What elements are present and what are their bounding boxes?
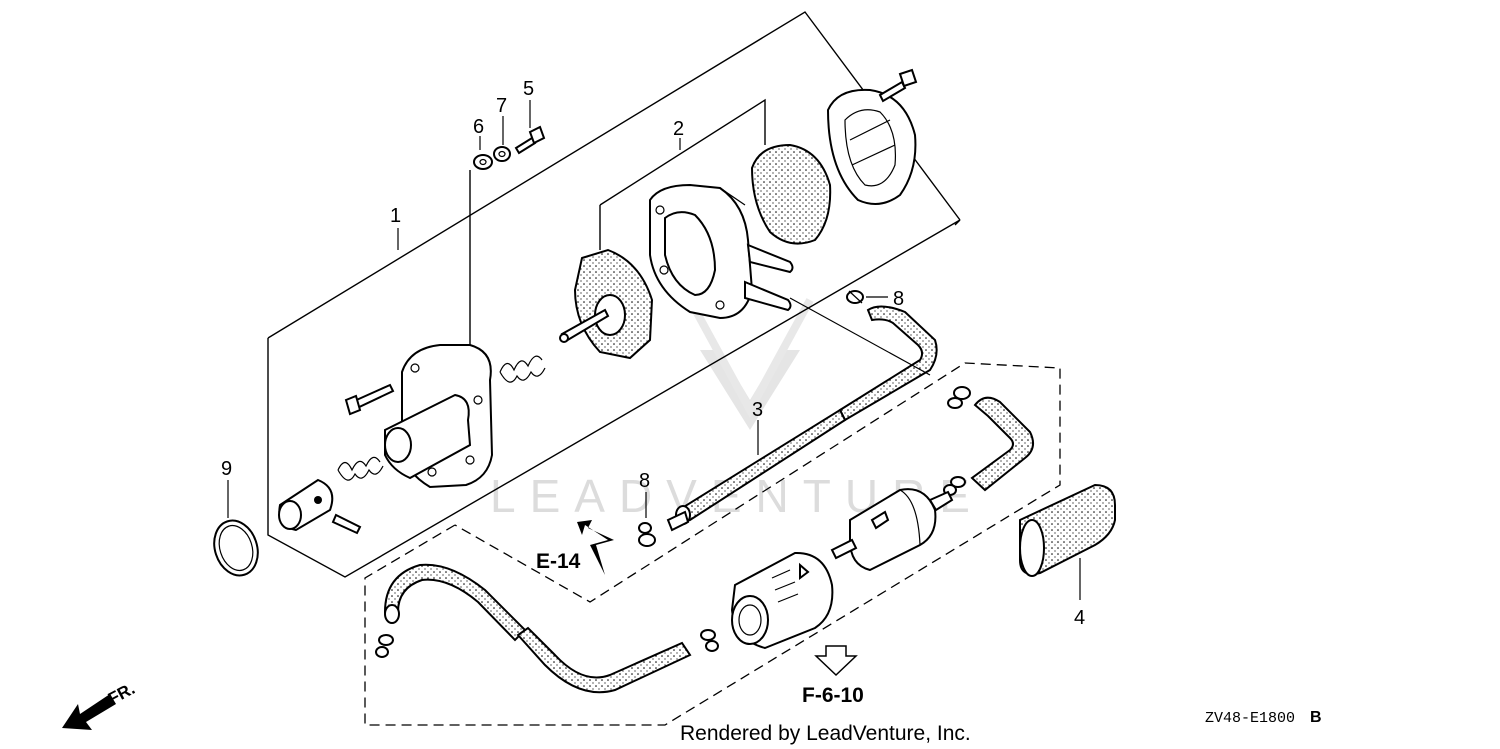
part-plunger bbox=[278, 478, 362, 535]
part-sleeve bbox=[1019, 483, 1116, 577]
part-nut-7 bbox=[493, 146, 511, 162]
rendered-by-text: Rendered by LeadVenture, Inc. bbox=[680, 722, 971, 745]
callout-4: 4 bbox=[1074, 607, 1085, 629]
callout-3: 3 bbox=[752, 399, 763, 421]
part-washer-6 bbox=[473, 154, 493, 170]
part-spring-upper bbox=[499, 355, 546, 383]
part-o-ring bbox=[213, 519, 259, 577]
callout-2: 2 bbox=[673, 118, 684, 140]
callout-6: 6 bbox=[473, 116, 484, 138]
zigzag-arrow-icon bbox=[577, 520, 614, 575]
part-screw-cover bbox=[878, 68, 918, 103]
part-fuel-filter bbox=[830, 488, 954, 572]
down-arrow-icon bbox=[814, 645, 858, 677]
part-screw-5 bbox=[514, 125, 546, 155]
part-cover bbox=[826, 88, 917, 205]
diagram-code: ZV48-E1800 bbox=[1205, 710, 1295, 727]
part-gasket bbox=[750, 143, 832, 245]
part-bolt-left bbox=[344, 383, 395, 416]
part-clip-8-upper bbox=[846, 290, 864, 304]
part-right-hose bbox=[943, 386, 1035, 496]
callout-1: 1 bbox=[390, 205, 401, 227]
callout-7: 7 bbox=[496, 95, 507, 117]
hose-group-outline bbox=[364, 362, 1061, 726]
part-clip-8-lower bbox=[638, 522, 656, 547]
callouts: 1 2 3 4 5 6 7 8 8 9 bbox=[221, 78, 1085, 629]
callout-9: 9 bbox=[221, 458, 232, 480]
reference-e14-label[interactable]: E-14 bbox=[536, 550, 581, 573]
part-spring-lower bbox=[337, 456, 384, 481]
front-direction: FR. bbox=[62, 679, 138, 730]
reference-f610-label[interactable]: F-6-10 bbox=[802, 684, 864, 707]
callout-5: 5 bbox=[523, 78, 534, 100]
leader-lines bbox=[227, 100, 1081, 600]
part-lower-hose bbox=[375, 563, 719, 694]
part-filter-cup bbox=[730, 551, 834, 650]
reference-f610[interactable]: F-6-10 bbox=[802, 645, 864, 707]
part-pump-body bbox=[384, 344, 494, 489]
part-fuel-hose bbox=[666, 305, 938, 532]
callout-8-lower: 8 bbox=[639, 470, 650, 492]
front-arrow-icon bbox=[62, 694, 116, 730]
callout-8-upper: 8 bbox=[893, 288, 904, 310]
reference-e14[interactable]: E-14 bbox=[536, 520, 614, 575]
part-pump-housing bbox=[649, 183, 794, 320]
diagram-revision: B bbox=[1310, 709, 1322, 726]
part-diaphragm bbox=[559, 248, 654, 360]
